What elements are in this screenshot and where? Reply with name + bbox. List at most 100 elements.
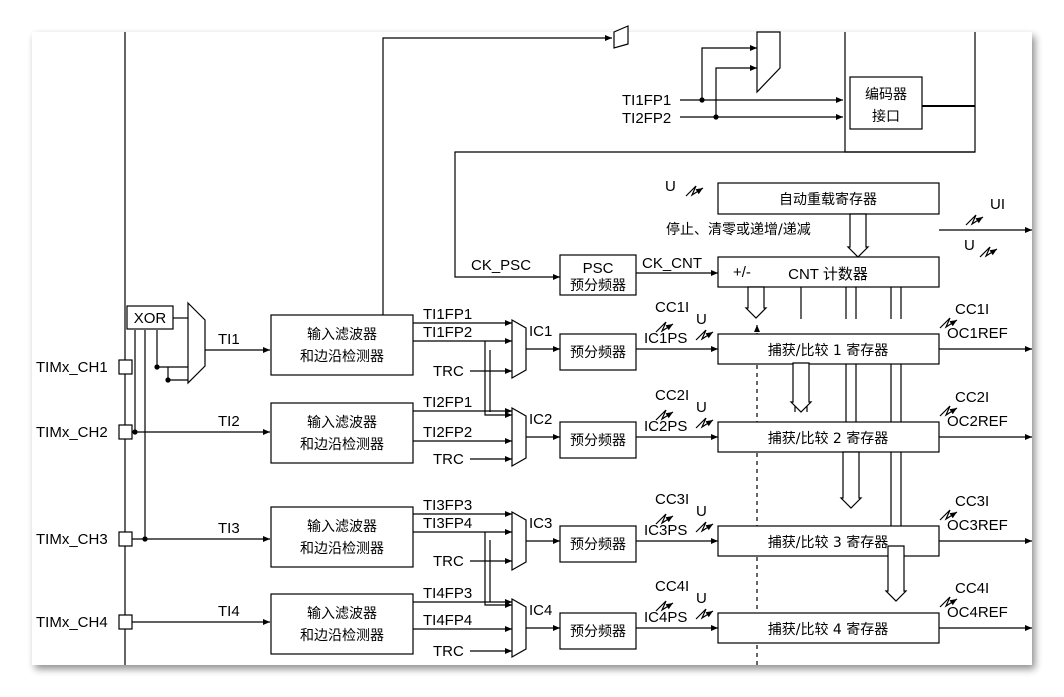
u-flag-3: U: [696, 503, 707, 520]
capture-register-3-label: 捕获/比较 3 寄存器: [768, 534, 889, 551]
cnt-to-cc1-arrow: [744, 286, 768, 319]
pin-ch1: [118, 359, 133, 375]
oc4ref-label: OC4REF: [947, 604, 1008, 621]
encoder-label-line1: 编码器: [865, 87, 907, 103]
arr-u-flag: U: [665, 178, 676, 195]
xor-label: XOR: [134, 310, 167, 327]
ui-bolt: [965, 214, 984, 226]
pin-ch3: [118, 531, 133, 547]
oc1ref-label: OC1REF: [947, 325, 1008, 342]
cc1i-bolt: [655, 321, 674, 333]
trigger-mux-top: [613, 25, 629, 49]
encoder-fp1-label: TI1FP1: [622, 92, 671, 109]
ti1-selector: [187, 301, 206, 385]
input-filter-4: [270, 593, 414, 655]
arr-u-bolt: [685, 185, 704, 197]
filter-4-line1: 输入滤波器: [307, 606, 377, 622]
cc3i-out-label: CC3I: [955, 493, 989, 510]
encoder-interface: [849, 76, 923, 130]
filter-3-line1: 输入滤波器: [307, 519, 377, 535]
oc3ref-label: OC3REF: [947, 517, 1008, 534]
u-flag-2: U: [696, 399, 707, 416]
capture-register-4-label: 捕获/比较 4 寄存器: [768, 621, 889, 638]
oc3-event-bolt: [939, 509, 958, 521]
ic2ps-label: IC2PS: [644, 418, 687, 435]
ic2-label: IC2: [529, 411, 552, 428]
fp-label-7: TI4FP4: [423, 612, 472, 629]
capture-register-1-label: 捕获/比较 1 寄存器: [768, 342, 889, 359]
encoder-label-line2: 接口: [872, 108, 900, 125]
ic1-label: IC1: [529, 323, 552, 340]
enc-fp1-up: [701, 45, 757, 100]
psc-prescaler: [559, 254, 637, 296]
ic4-prescaler-label: 预分频器: [570, 624, 626, 640]
trc-label-3: TRC: [433, 553, 464, 570]
enc-fp2-up: [715, 65, 757, 117]
ic3-prescaler: [559, 525, 637, 563]
ic4-label: IC4: [529, 602, 552, 619]
filter-1-line1: 输入滤波器: [307, 327, 377, 343]
ic1-prescaler: [559, 333, 637, 371]
filter-1-line2: 和边沿检测器: [300, 349, 384, 365]
cc3i-bolt: [655, 513, 674, 525]
oc1-event-bolt: [939, 317, 958, 329]
ti3fp4-cross: [484, 532, 512, 608]
ui-u-flag: U: [964, 237, 975, 254]
fp-label-0: TI1FP1: [423, 306, 472, 323]
ic2-prescaler-label: 预分频器: [570, 433, 626, 449]
ic4-mux: [511, 597, 527, 659]
ui-label: UI: [990, 196, 1005, 213]
fp-label-5: TI3FP4: [423, 515, 472, 532]
ic3ps-label: IC3PS: [644, 522, 687, 539]
u-bolt-1: [695, 329, 714, 341]
control-text: 停止、清零或递增/递减: [666, 221, 811, 238]
junction-dot: [165, 377, 171, 383]
u-flag-4: U: [696, 590, 707, 607]
ck-psc-label: CK_PSC: [471, 257, 531, 274]
junction-dot: [154, 364, 160, 370]
cc2i-label: CC2I: [655, 387, 689, 404]
filter-2-line1: 输入滤波器: [307, 415, 377, 431]
input-filter-1: [270, 314, 414, 376]
cnt-counter: [717, 256, 940, 288]
ic2-mux: [511, 406, 527, 468]
oc4-event-bolt: [939, 596, 958, 608]
ti1-label: TI1: [218, 331, 240, 348]
u-bolt-4: [695, 608, 714, 620]
xor-gate: [126, 305, 174, 330]
ti2-label: TI2: [218, 413, 240, 430]
junction-dot: [699, 97, 705, 103]
arr-to-cnt-arrow: [846, 213, 870, 258]
auto-reload-register-label: 自动重载寄存器: [779, 191, 877, 208]
blocks: [118, 25, 940, 659]
pin-ch2: [118, 424, 133, 440]
u-bolt-2: [695, 417, 714, 429]
ic3-label: IC3: [529, 515, 552, 532]
ic4ps-label: IC4PS: [644, 609, 687, 626]
u-bolt-3: [695, 521, 714, 533]
cc4i-out-label: CC4I: [955, 580, 989, 597]
oc2-event-bolt: [939, 405, 958, 417]
slave-mode-mux: [756, 31, 781, 94]
ti4-label: TI4: [218, 603, 240, 620]
ic3-mux: [511, 510, 527, 572]
fp-label-2: TI2FP1: [423, 394, 472, 411]
fp-label-6: TI4FP3: [423, 585, 472, 602]
fp-label-4: TI3FP3: [423, 497, 472, 514]
cc2-to-cc3-arrow: [839, 451, 863, 509]
ck-psc-wire: [454, 151, 975, 280]
ui-u-bolt: [979, 246, 998, 258]
pin-label-ch1: TIMx_CH1: [36, 359, 108, 376]
filter-3-line2: 和边沿检测器: [300, 541, 384, 557]
capture-register-2: [717, 421, 940, 453]
filter-2-line2: 和边沿检测器: [300, 437, 384, 453]
cc1i-label: CC1I: [655, 299, 689, 316]
ti1fp2-cross: [484, 341, 512, 418]
ti1f-ed-up-wire: [382, 35, 612, 315]
encoder-fp2-label: TI2FP2: [622, 110, 671, 127]
ti3-label: TI3: [218, 520, 240, 537]
input-filter-3: [270, 506, 414, 568]
pin-label-ch4: TIMx_CH4: [36, 614, 108, 631]
fp-label-1: TI1FP2: [423, 324, 472, 341]
